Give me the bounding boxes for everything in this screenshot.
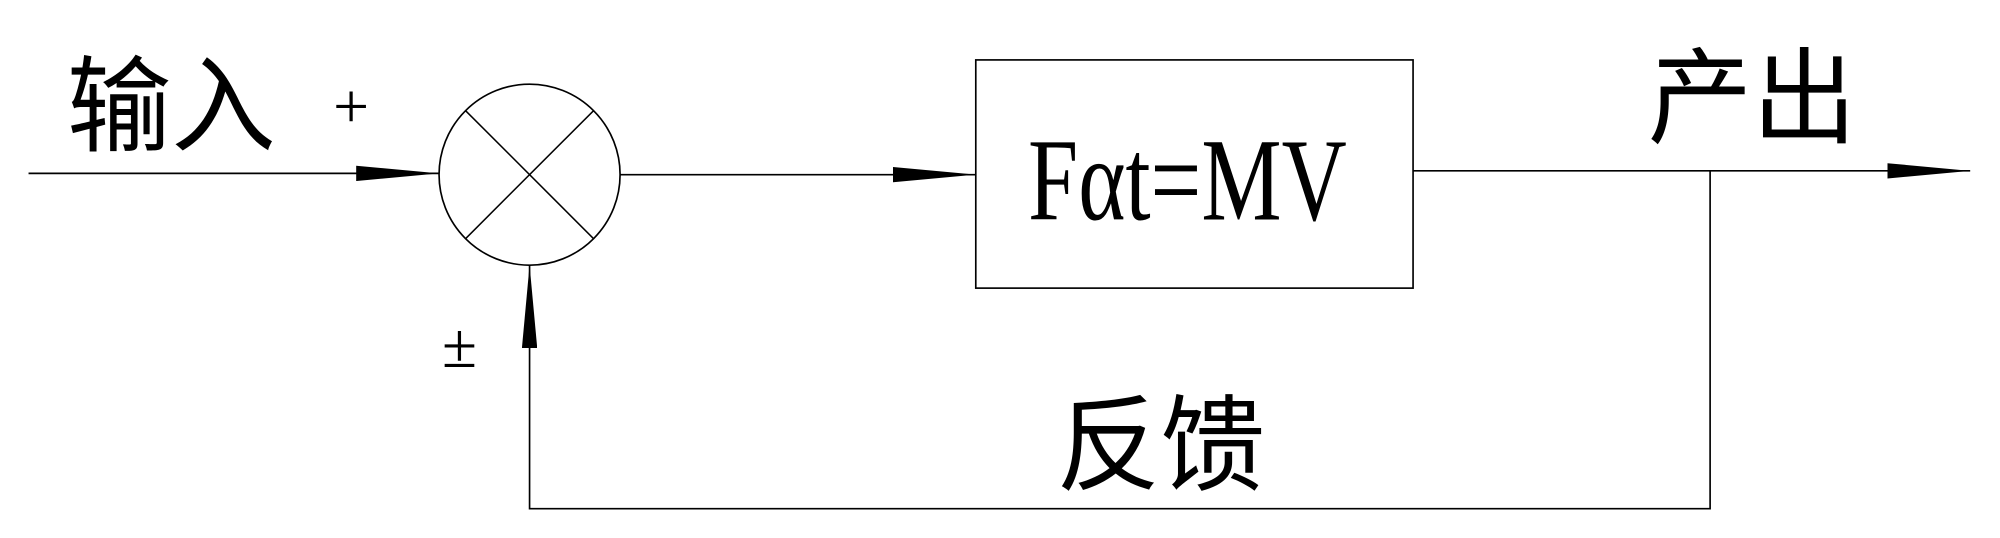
summing-junction <box>438 83 621 267</box>
feedback-label: 反馈 <box>1056 385 1265 507</box>
process-block: Fαt=MV <box>974 59 1414 289</box>
output-label: 产出 <box>1648 38 1857 160</box>
plus-minus-sign: ± <box>442 310 477 381</box>
input-label: 输入 <box>67 46 276 168</box>
feedback-path <box>528 170 1711 510</box>
plus-sign: + <box>333 70 369 141</box>
block-formula: Fαt=MV <box>1028 115 1347 245</box>
